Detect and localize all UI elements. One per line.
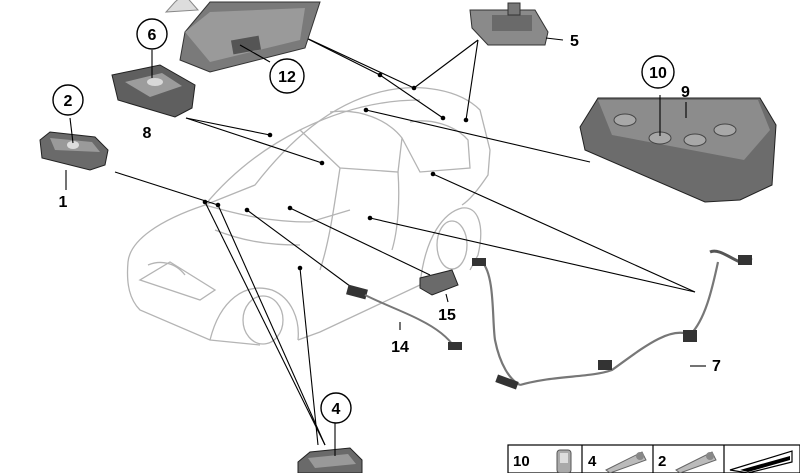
svg-text:10: 10 — [513, 453, 530, 470]
overhead-console-part-9 — [579, 95, 777, 203]
svg-text:5: 5 — [570, 33, 579, 50]
callout-4: 4 — [320, 392, 352, 424]
wiring-harness-part-7 — [472, 249, 753, 390]
leader-lines — [114, 34, 696, 446]
svg-text:4: 4 — [588, 453, 597, 470]
legend-cell-scale — [729, 450, 793, 473]
svg-text:14: 14 — [391, 339, 409, 356]
bulb-capsule-icon — [556, 449, 572, 473]
callout-8: 8 — [143, 125, 152, 142]
interior-lamp-part-4 — [297, 420, 363, 473]
callout-12: 12 — [269, 58, 305, 94]
callout-1: 1 — [59, 170, 68, 211]
svg-text:4: 4 — [332, 401, 341, 418]
callout-14: 14 — [391, 339, 409, 356]
callout-10: 10 — [641, 55, 675, 89]
overhead-console-part — [164, 0, 321, 73]
interior-lamp-part-1 — [39, 117, 109, 171]
leader-dots — [202, 72, 469, 271]
svg-text:8: 8 — [143, 125, 152, 142]
interior-lamp-part-5 — [469, 2, 564, 46]
svg-text:1: 1 — [59, 194, 68, 211]
svg-text:2: 2 — [64, 93, 73, 110]
callout-2: 2 — [52, 84, 84, 116]
vehicle-outline — [126, 87, 491, 346]
svg-text:10: 10 — [649, 65, 667, 82]
svg-text:7: 7 — [712, 358, 721, 375]
callout-5: 5 — [570, 33, 579, 50]
interior-lamp-part-8 — [111, 50, 196, 118]
wiring-harness-part-14 — [346, 284, 462, 350]
bulb-festoon-icon — [675, 451, 717, 473]
callout-7: 7 — [712, 358, 721, 375]
scale-wedge-icon — [729, 450, 793, 473]
bulb-legend-table: 10 4 2 — [507, 444, 800, 473]
svg-text:15: 15 — [438, 307, 456, 324]
svg-text:6: 6 — [148, 27, 157, 44]
bulb-festoon-icon — [605, 451, 647, 473]
legend-cell-2: 2 — [658, 451, 717, 473]
callout-9: 9 — [681, 84, 690, 101]
callout-15: 15 — [438, 307, 456, 324]
svg-text:2: 2 — [658, 453, 666, 470]
svg-text:12: 12 — [278, 69, 296, 86]
callout-6: 6 — [136, 18, 168, 50]
control-module-part-15 — [419, 269, 459, 303]
svg-text:9: 9 — [681, 84, 690, 101]
legend-cell-10: 10 — [513, 449, 572, 473]
legend-cell-4: 4 — [588, 451, 647, 473]
